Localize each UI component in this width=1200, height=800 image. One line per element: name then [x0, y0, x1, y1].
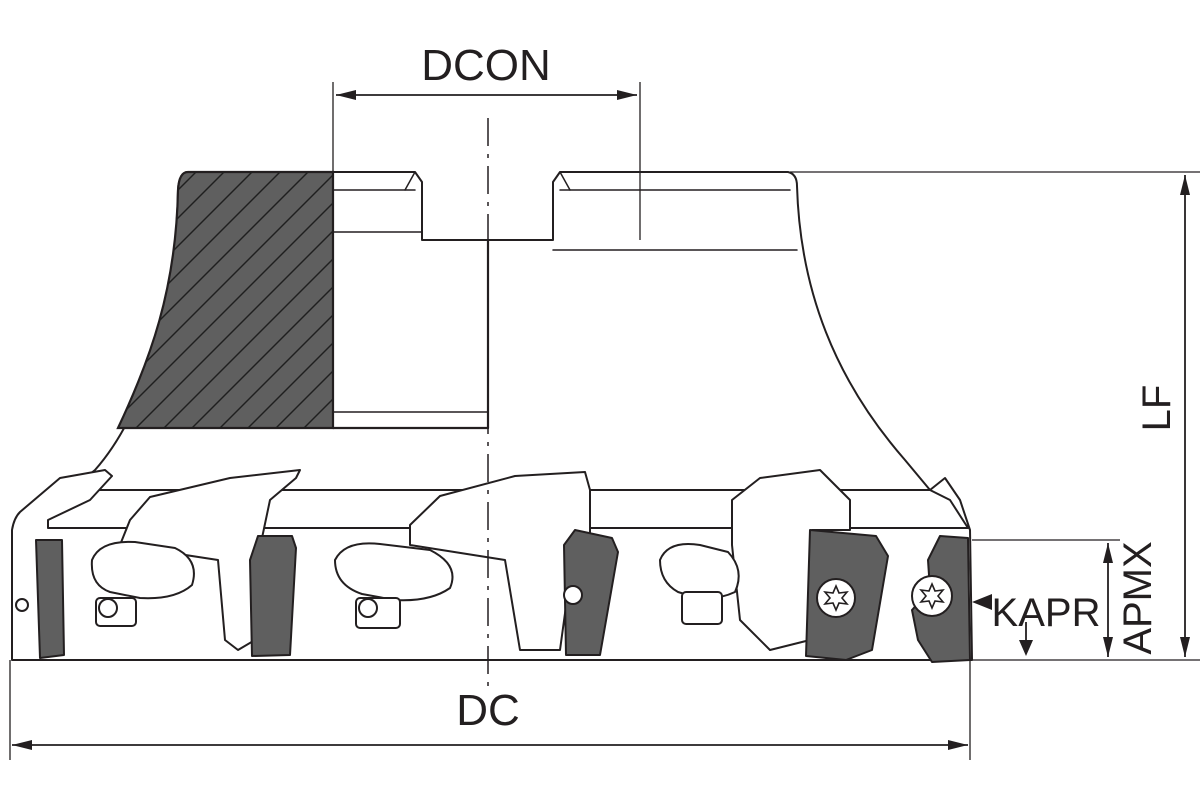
dimension-lf: LF — [790, 171, 1200, 661]
apmx-label: APMX — [1116, 541, 1160, 654]
kapr-label: KAPR — [992, 591, 1101, 635]
coolant-bulge-1 — [90, 540, 195, 600]
cutting-ring — [11, 469, 973, 663]
dimension-apmx: APMX — [972, 539, 1160, 657]
clamp-screw-3 — [681, 591, 723, 625]
torx-screw-icon-2 — [911, 575, 953, 617]
cutter-body — [69, 170, 931, 491]
dcon-label: DCON — [421, 41, 551, 90]
clamp-screw-2 — [355, 597, 401, 629]
dimension-kapr: KAPR — [972, 591, 1100, 656]
clamp-screw-0 — [15, 598, 29, 612]
section-hatch-area — [116, 170, 335, 430]
dc-label: DC — [456, 686, 520, 735]
insert-3-screw — [563, 585, 583, 605]
insert-2 — [249, 535, 297, 657]
lf-label: LF — [1135, 385, 1179, 432]
dimension-dc: DC — [9, 660, 971, 760]
dimension-dcon: DCON — [332, 41, 641, 240]
torx-screw-icon — [816, 578, 856, 618]
clamp-screw-1 — [95, 597, 137, 627]
coolant-bulge-3 — [659, 543, 740, 600]
insert-3 — [563, 529, 619, 656]
insert-1 — [35, 539, 65, 659]
coolant-bulge-2 — [334, 542, 454, 602]
